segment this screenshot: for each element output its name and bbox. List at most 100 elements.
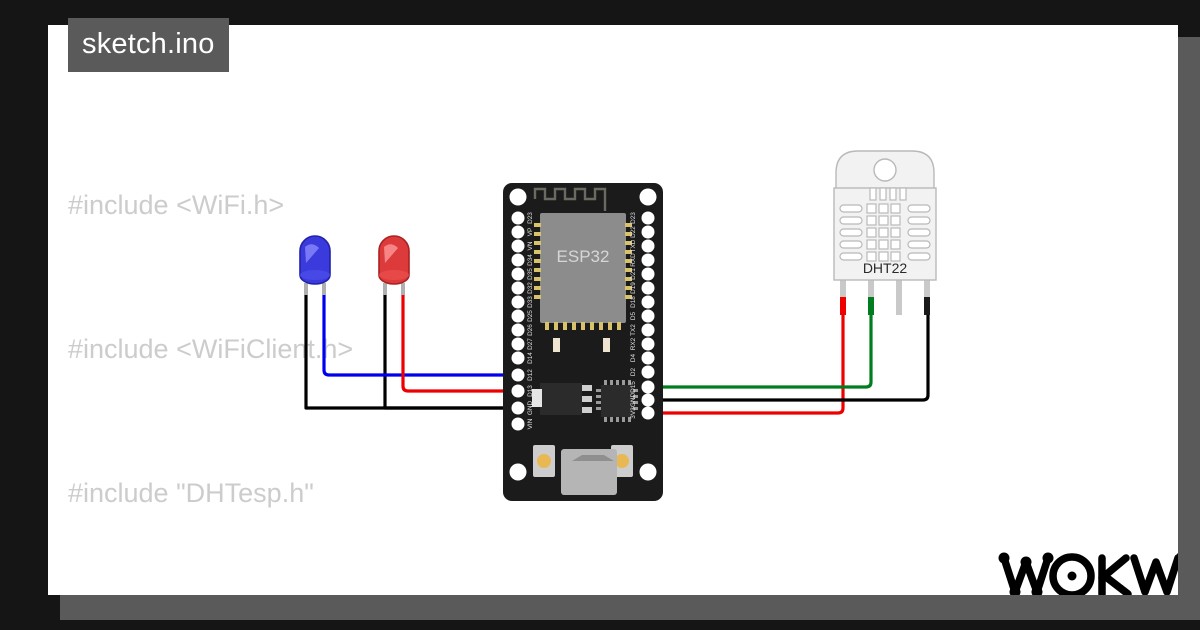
pin-label: D5	[630, 311, 637, 320]
pin-label: TXD	[630, 239, 637, 252]
pin-VIN	[511, 417, 525, 431]
led-red[interactable]	[378, 235, 410, 295]
dht22-grille	[839, 203, 931, 262]
usb-connector	[561, 449, 617, 495]
pin-TX2	[641, 323, 655, 337]
pin-label: D23	[630, 212, 637, 224]
smd-component	[603, 338, 610, 352]
pin-D2	[641, 365, 655, 379]
pin-RXD	[641, 253, 655, 267]
diagram-canvas[interactable]: #include <WiFi.h> #include <WiFiClient.h…	[48, 25, 1178, 595]
pin-D23	[511, 211, 525, 225]
wire-dht-gnd	[655, 315, 930, 402]
pin-label: VN	[527, 241, 534, 250]
logo-letter-o	[1049, 553, 1095, 595]
pin-label: D18	[630, 296, 637, 308]
dht22-pins	[840, 273, 930, 315]
pin-label: 3V3	[630, 407, 637, 419]
pin-label: D32	[527, 282, 534, 294]
code-underlay: #include <WiFi.h> #include <WiFiClient.h…	[68, 85, 1158, 595]
led-blue[interactable]	[299, 235, 331, 295]
pin-D32	[511, 281, 525, 295]
pin-GND-right	[641, 393, 655, 407]
pin-label: RXD	[630, 253, 637, 267]
mount-hole	[639, 188, 657, 206]
pin-D12	[511, 368, 525, 382]
pin-label: D4	[630, 353, 637, 362]
left-header: D23 VP VN D34 D35 D32 D33 D25 D26 D27 D1…	[511, 211, 534, 431]
pin-D35	[511, 267, 525, 281]
pin-label: GND	[630, 393, 637, 408]
pin-label: GND	[527, 401, 534, 416]
mount-hole	[509, 188, 527, 206]
pin-D21	[641, 267, 655, 281]
logo-nodes	[998, 552, 1178, 595]
wire-group	[304, 290, 930, 415]
pin-label: D13	[527, 385, 534, 397]
pin-D5	[641, 309, 655, 323]
pin-label: D14	[527, 352, 534, 364]
voltage-regulator	[532, 383, 592, 415]
wire-dht-vcc	[655, 315, 845, 415]
pin-D25	[511, 309, 525, 323]
wire-led-blue-anode	[322, 292, 518, 377]
dht22-label: DHT22	[863, 260, 908, 276]
esp32-chip-label: ESP32	[557, 247, 610, 266]
pin-label: RX2	[630, 337, 637, 350]
pin-TXD	[641, 239, 655, 253]
pin-D34	[511, 253, 525, 267]
mount-hole	[639, 463, 657, 481]
led-flange	[300, 270, 330, 280]
pin-D18	[641, 295, 655, 309]
code-line: #include "DHTesp.h"	[68, 478, 314, 508]
mount-hole	[509, 463, 527, 481]
pin-label: D34	[527, 254, 534, 266]
pin-RX2	[641, 337, 655, 351]
pin-label: D26	[527, 324, 534, 336]
pin-GND-left	[511, 401, 525, 415]
file-tab-sketch-ino[interactable]: sketch.ino	[68, 18, 229, 72]
pin-label: D12	[527, 369, 534, 381]
wokwi-logo	[998, 548, 1178, 595]
dht22-top-slots	[869, 187, 907, 201]
dht22-sensor[interactable]: DHT22	[833, 150, 937, 315]
pin-D22	[641, 225, 655, 239]
wire-led-red-cathode	[383, 290, 518, 410]
smd-component	[553, 338, 560, 352]
pin-D4	[641, 351, 655, 365]
wire-dht-data	[655, 315, 873, 389]
esp32-board[interactable]: ESP32	[503, 183, 663, 501]
esp32-module	[540, 213, 626, 323]
pin-label: D22	[630, 226, 637, 238]
pin-D15	[641, 380, 655, 394]
pin-label: D33	[527, 296, 534, 308]
pin-label: D21	[630, 268, 637, 280]
led-highlight	[305, 244, 319, 263]
boot-button[interactable]	[533, 445, 555, 477]
pin-label: VP	[527, 228, 534, 237]
led-flange	[379, 270, 409, 280]
usb-uart-chip	[596, 380, 638, 422]
right-header: D23 D22 TXD RXD D21 D19 D18 D5 TX2 RX2 D…	[630, 211, 655, 420]
pin-label: D23	[527, 212, 534, 224]
pin-label: D27	[527, 338, 534, 350]
dht22-mount-hole	[873, 158, 897, 182]
pin-label: D25	[527, 310, 534, 322]
pin-D14	[511, 351, 525, 365]
pcb-antenna	[533, 187, 607, 211]
pin-VN	[511, 239, 525, 253]
pin-label: VIN	[527, 418, 534, 429]
code-line: #include <WiFi.h>	[68, 190, 285, 220]
pin-VP	[511, 225, 525, 239]
pin-label: D35	[527, 268, 534, 280]
pin-D23r	[641, 211, 655, 225]
pin-D26	[511, 323, 525, 337]
pin-D27	[511, 337, 525, 351]
module-pads	[534, 223, 632, 330]
pin-label: D15	[630, 381, 637, 393]
wire-led-red-anode	[401, 292, 518, 393]
pin-3V3	[641, 406, 655, 420]
circuit-diagram: ESP32	[48, 25, 1178, 595]
pin-label: D19	[630, 282, 637, 294]
